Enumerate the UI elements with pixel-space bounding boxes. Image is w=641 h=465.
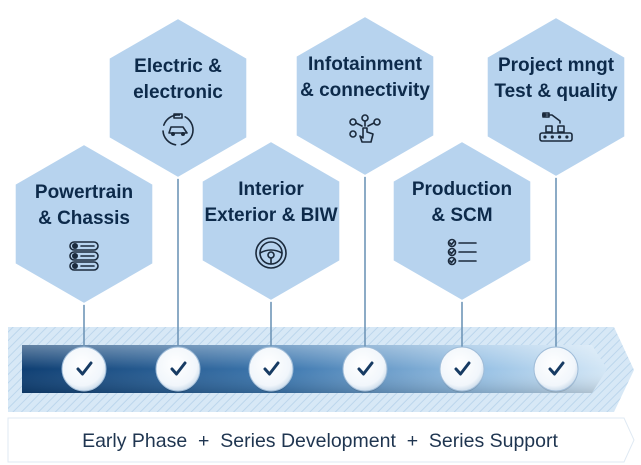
electric-car-icon [162,113,194,146]
hexagon-title-line: Project mngt [498,55,615,76]
hexagon-title-line: & SCM [431,205,492,226]
hexagon-powertrain: Powertrain & Chassis [13,142,155,306]
milestone-circle [439,346,485,392]
hexagon-production: Production & SCM [391,139,533,303]
milestone-circle [61,346,107,392]
hexagon-infotainment: Infotainment & connectivity [294,14,436,178]
hexagon-title-line: Production [412,179,512,200]
milestone-circle [248,346,294,392]
hexagon-title-line: & Chassis [38,208,130,229]
steering-wheel-icon [255,237,287,269]
footer-background [7,417,635,463]
milestone-circle [342,346,388,392]
check-icon [263,361,280,376]
checklist-icon [447,238,477,266]
hexagon-shape-powertrain [13,142,155,306]
numbered-list-icon [69,241,99,271]
hexagon-shape-electric [107,16,249,180]
milestone-circle [533,346,579,392]
hexagon-title-line: Exterior & BIW [204,205,337,226]
hexagon-title-line: & connectivity [300,80,430,101]
check-icon [548,361,565,376]
check-icon [357,361,374,376]
progress-arrow-shade [22,345,607,393]
milestone-check [155,346,201,393]
milestone-check [342,346,388,393]
hexagon-title-line: Electric & [134,56,222,77]
hexagon-shape-infotainment [294,14,436,178]
check-icon [76,361,93,376]
connector-lines [83,172,557,347]
milestone-group [61,346,579,393]
hexagon-shape-production [391,139,533,303]
milestone-circle [155,346,201,392]
hexagon-title-line: Infotainment [308,54,423,75]
hexagon-title-line: Powertrain [35,182,133,203]
touch-network-icon [349,114,381,143]
hexagon-shape-project [485,15,627,179]
hexagon-title-line: electronic [133,82,223,103]
milestone-check [439,346,485,393]
footer-label: Early Phase + Series Development + Serie… [82,430,558,452]
milestone-check [61,346,107,393]
assembly-line-icon [539,112,573,142]
milestone-check [533,346,579,393]
check-icon [454,361,471,376]
hexagon-title-line: Test & quality [494,81,618,102]
check-icon [170,361,187,376]
hexagon-shape-interior [200,139,342,303]
footer-bar: Early Phase + Series Development + Serie… [7,417,635,463]
hexagon-title-line: Interior [238,179,304,200]
milestone-check [248,346,294,393]
hexagon-electric: Electric & electronic [107,16,249,180]
